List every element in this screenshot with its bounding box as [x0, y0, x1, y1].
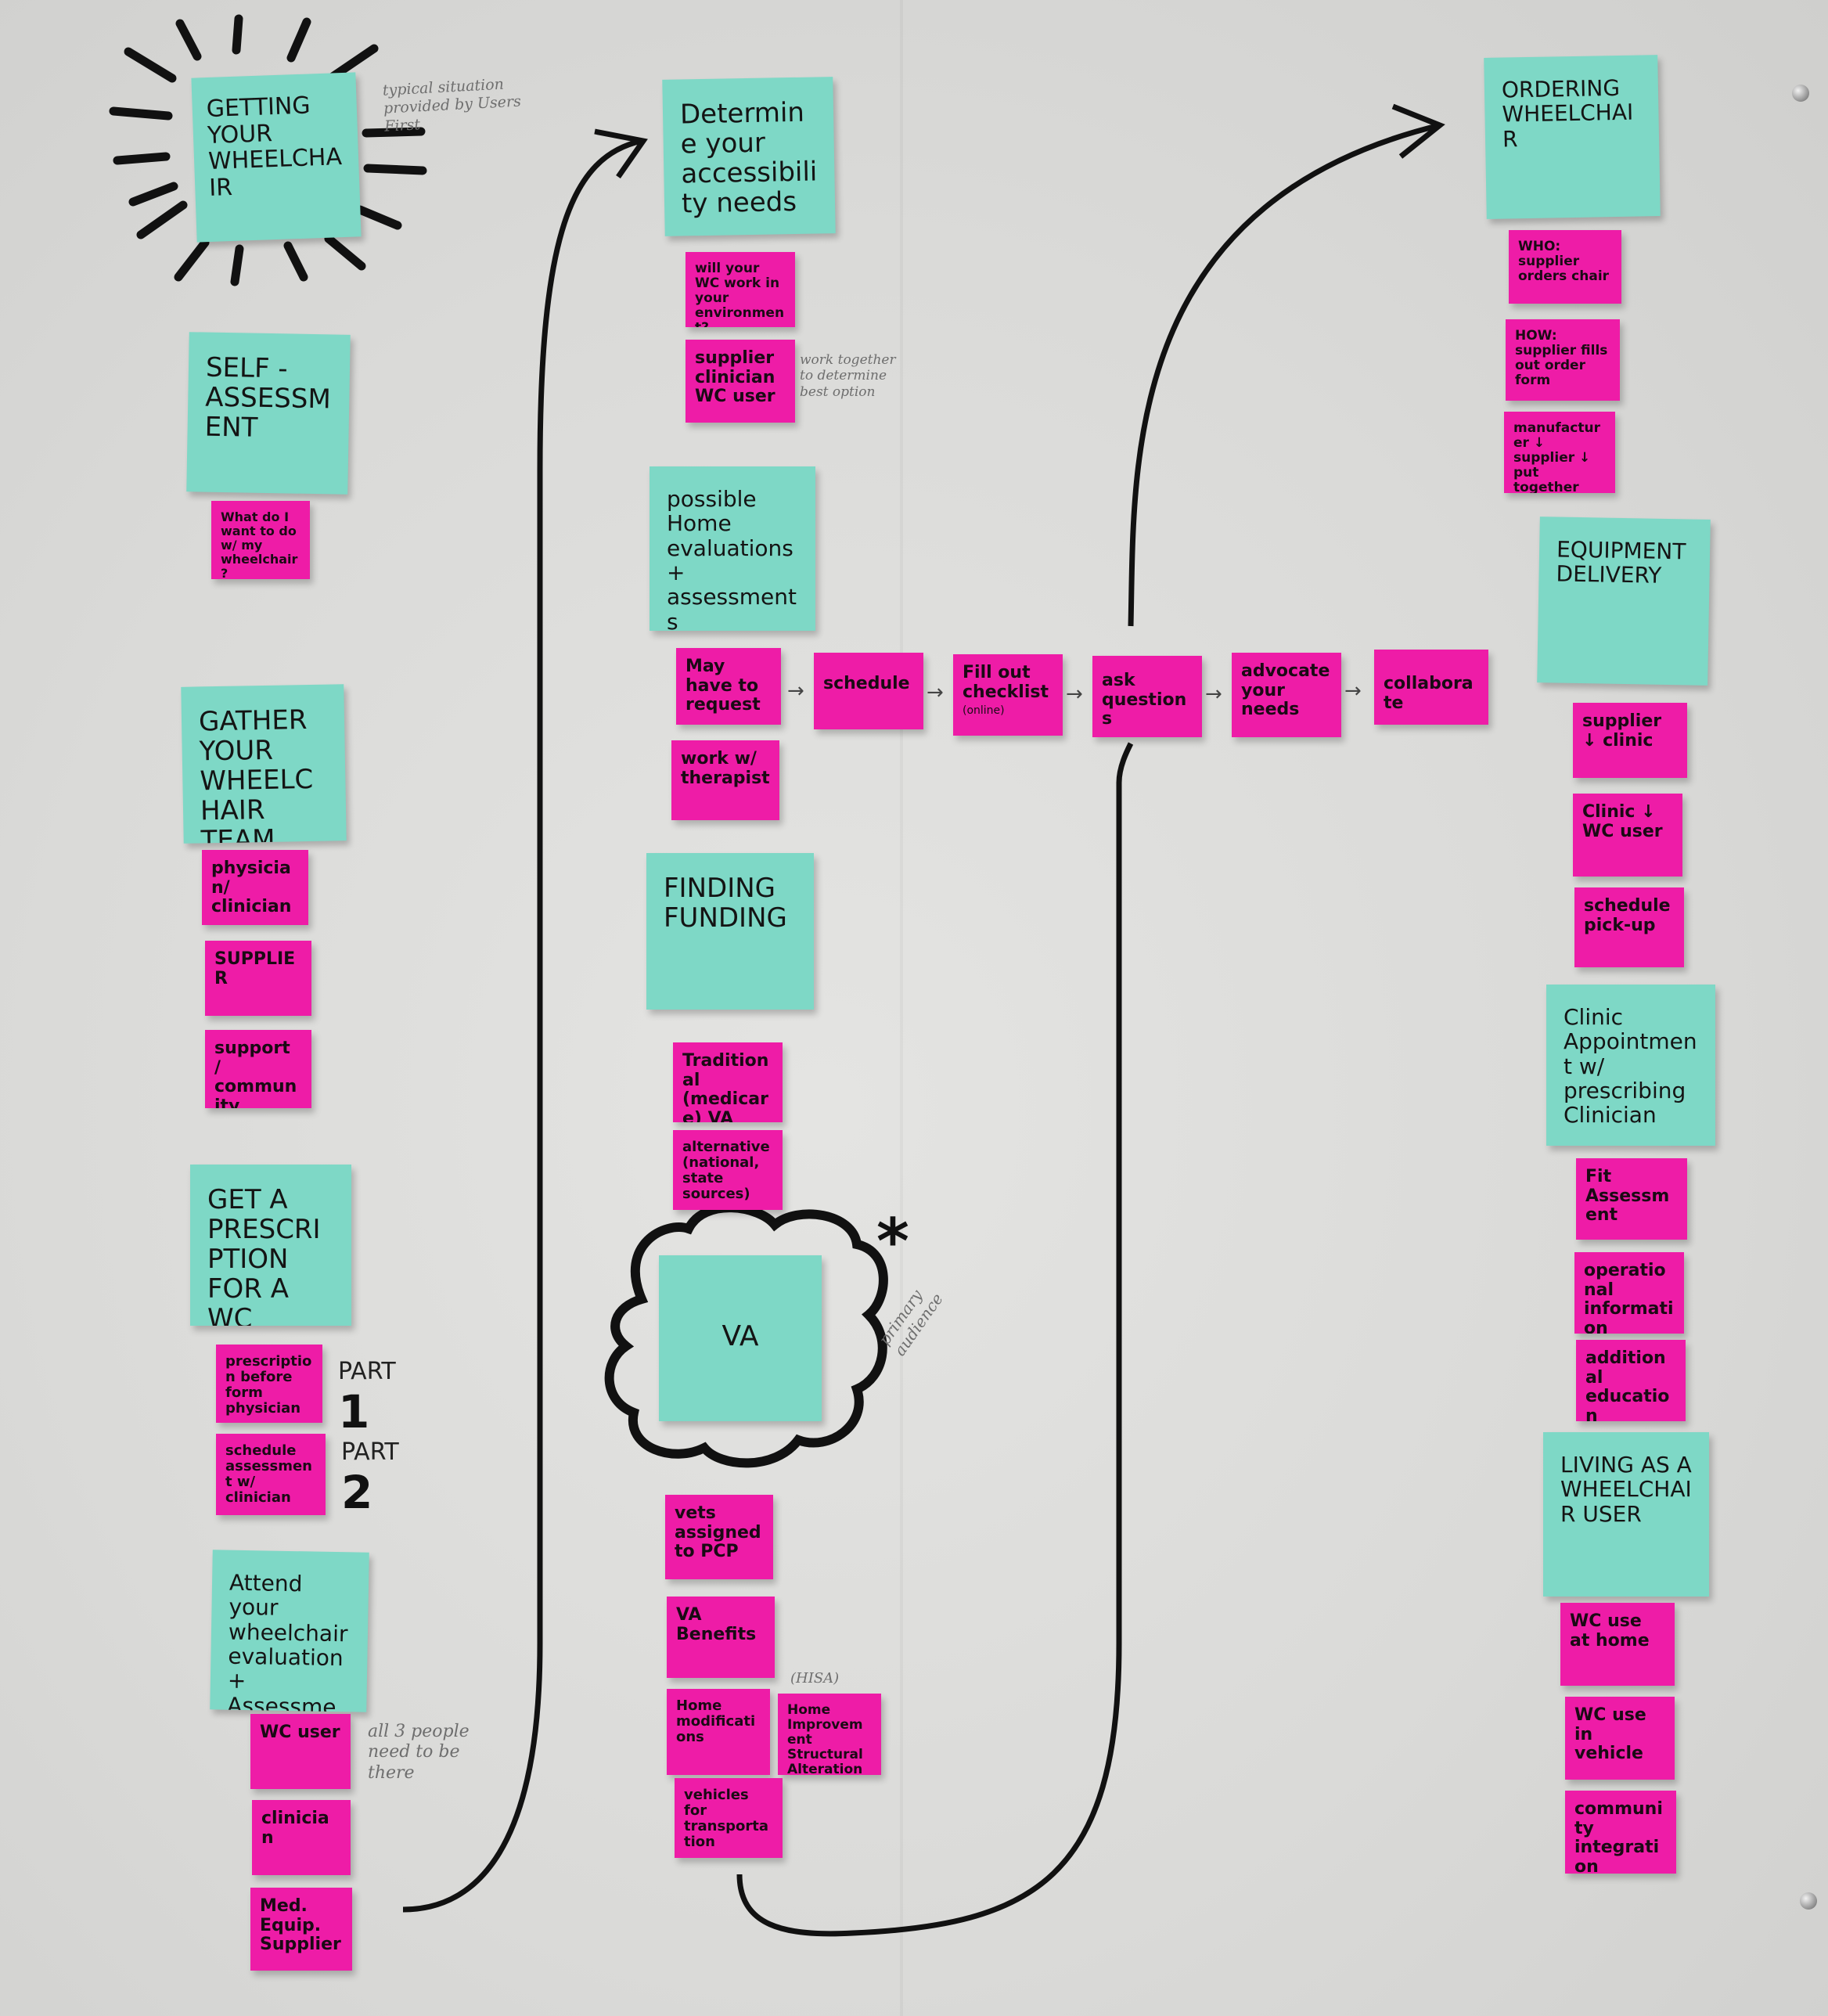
note-vets-assigned: vets assigned to PCP [665, 1495, 773, 1579]
step-equipment-delivery: EQUIPMENT DELIVERY [1537, 517, 1711, 686]
step-home-evaluations: possible Home evaluations + assessments [650, 466, 815, 631]
note-vehicles: vehicles for transportation [675, 1778, 783, 1858]
note-additional-education: additional education [1576, 1340, 1686, 1421]
step-arrow: → [1344, 679, 1362, 703]
note-collaborate: collaborate [1374, 650, 1488, 725]
step-finding-funding: FINDING FUNDING [646, 853, 814, 1010]
note-schedule-pickup: schedule pick-up [1574, 887, 1684, 967]
annotation-typical-situation: typical situation provided by Users Firs… [382, 75, 522, 135]
annotation-part-1-number: 1 [338, 1385, 370, 1438]
note-schedule: schedule [814, 653, 923, 729]
step-self-assessment: SELF - ASSESSMENT [186, 332, 351, 495]
step-ordering-wheelchair: ORDERING WHEELCHAIR [1484, 55, 1661, 219]
step-gather-team: GATHER YOUR WHEELCHAIR TEAM [181, 684, 347, 844]
note-fill-out-checklist: Fill out checklist(online) [953, 654, 1063, 736]
note-prescription-before: prescription before form physician [216, 1345, 322, 1423]
note-home-improvement: Home Improvement Structural Alteration [778, 1694, 881, 1775]
note-physician: physician/ clinician [202, 850, 308, 925]
note-wc-user: WC user [250, 1714, 351, 1789]
pushpin [1800, 1892, 1817, 1910]
starburst-lines [109, 14, 427, 286]
note-manufacturer: manufacturer ↓ supplier ↓ put together [1504, 412, 1615, 493]
annotation-part-2: PART [341, 1438, 399, 1466]
note-how: HOW: supplier fills out order form [1506, 319, 1620, 401]
note-fit-assessment: Fit Assessment [1576, 1158, 1687, 1240]
asterisk-mark: * [876, 1205, 909, 1278]
pushpin [1792, 85, 1809, 102]
flow-arrow-2-upper [1128, 122, 1441, 627]
note-supplier-clinician-user: supplier clinician WC user [686, 340, 795, 423]
note-ask-questions: ask questions [1092, 656, 1202, 737]
note-advocate: advocate your needs [1232, 653, 1341, 737]
note-clinic-wc-user: Clinic ↓ WC user [1573, 794, 1682, 877]
step-arrow: → [787, 679, 804, 703]
step-arrow: → [1066, 682, 1083, 706]
annotation-part-2-number: 2 [341, 1466, 373, 1519]
note-traditional: Traditional (medicare) VA [673, 1042, 783, 1122]
annotation-part-1: PART [338, 1358, 396, 1385]
note-clinician: clinician [252, 1800, 351, 1875]
step-determine-needs: Determine your accessibility needs [662, 77, 836, 236]
flow-arrow-2-lower [736, 742, 1134, 1937]
flow-arrow-1 [402, 138, 642, 1913]
annotation-hisa: (HISA) [790, 1670, 840, 1687]
annotation-all-people: all 3 people need to be there [368, 1722, 470, 1783]
note-self-assessment-question: What do I want to do w/ my wheelchair? [211, 501, 310, 579]
note-wc-in-vehicle: WC use in vehicle [1565, 1697, 1675, 1780]
note-schedule-assessment: schedule assessment w/ clinician [216, 1434, 326, 1515]
note-work-therapist: work w/ therapist [671, 740, 779, 820]
note-who: WHO: supplier orders chair [1509, 230, 1621, 304]
step-attend-evaluation: Attend your wheelchair evaluation + Asse… [210, 1550, 369, 1712]
step-clinic-appointment: Clinic Appointment w/ prescribing Clinic… [1546, 985, 1715, 1146]
step-arrow: → [927, 681, 944, 704]
note-wc-at-home: WC use at home [1560, 1603, 1675, 1686]
step-living-as-wheelchair-user: LIVING AS A WHEELCHAIR USER [1543, 1432, 1709, 1597]
note-operational: operational information [1574, 1252, 1684, 1334]
note-med-equip-supplier: Med. Equip. Supplier [250, 1888, 352, 1971]
step-arrow: → [1205, 682, 1222, 706]
note-will-work: will your WC work in your environment? [686, 252, 795, 327]
step-va: VA [659, 1255, 822, 1421]
title-note: GETTING YOUR WHEELCHAIR [191, 72, 362, 243]
note-may-have-to-request: May have to request [676, 648, 781, 725]
note-support: support / community [205, 1030, 311, 1108]
annotation-work-together: work together to determine best option [800, 352, 896, 400]
step-get-prescription: GET A PRESCRIPTION FOR A WC EVALUATION [190, 1165, 351, 1326]
note-home-modifications: Home modifications [667, 1689, 770, 1775]
arrow-head-2 [1391, 103, 1445, 159]
note-alternative: alternative (national, state sources) [673, 1130, 783, 1210]
note-supplier: SUPPLIER [205, 941, 311, 1016]
note-supplier-clinic: supplier ↓ clinic [1573, 703, 1687, 778]
note-community-integration: community integration [1565, 1791, 1676, 1874]
note-va-benefits: VA Benefits [667, 1597, 775, 1678]
arrow-head-1 [594, 128, 648, 178]
